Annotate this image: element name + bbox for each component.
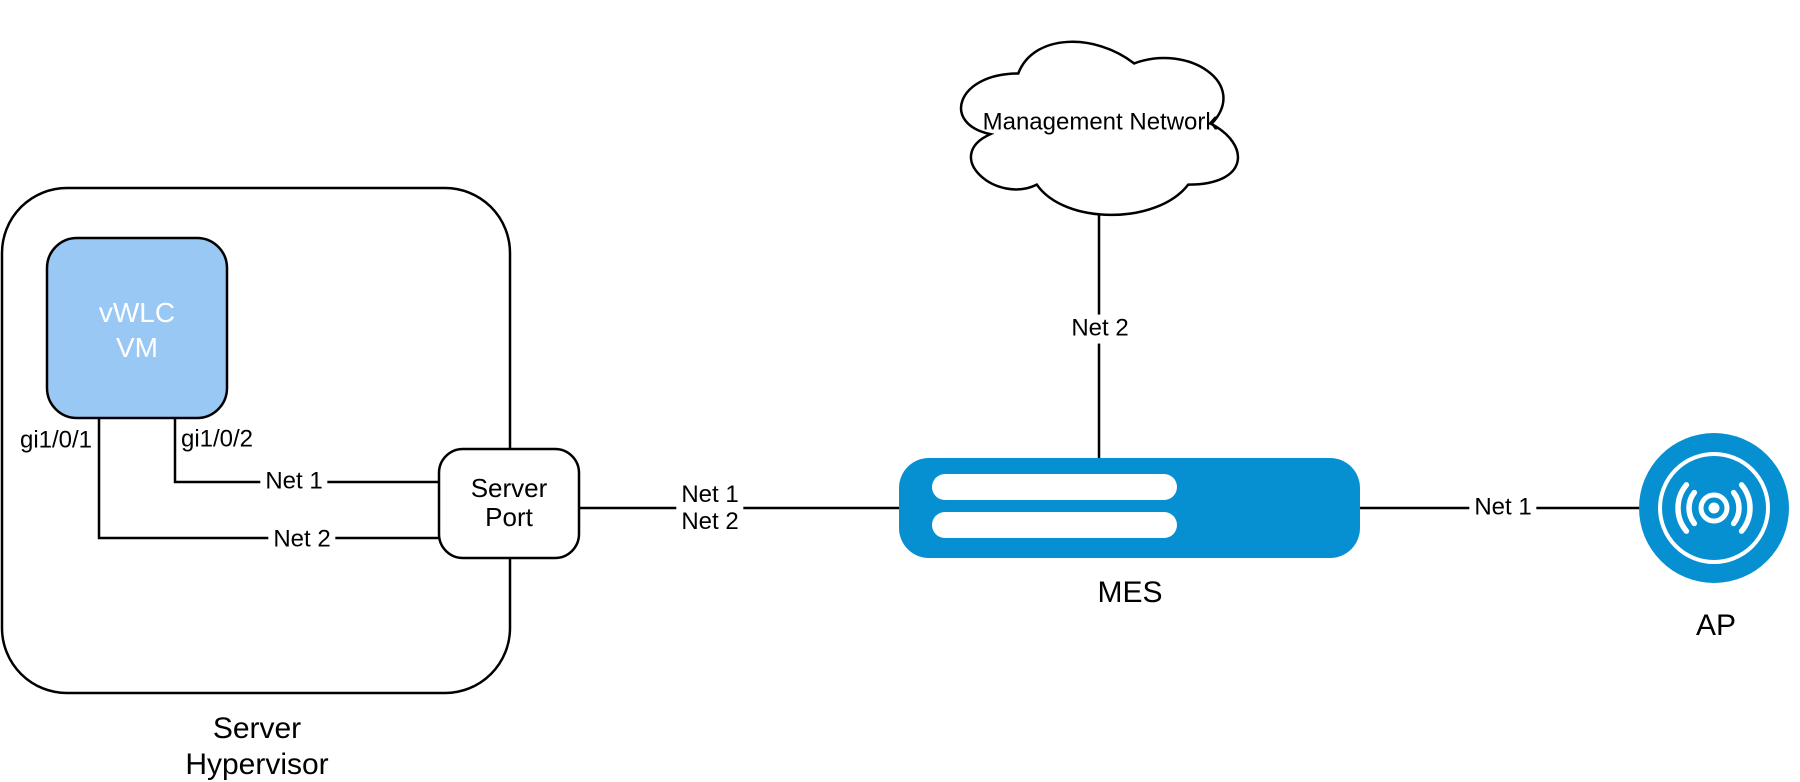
ap-target-icon: [1698, 492, 1730, 524]
ap-label: AP: [1695, 609, 1737, 642]
link-label-vwlc-net1: Net 1: [260, 467, 328, 497]
ap-ring-icon: [1658, 452, 1770, 564]
link-label-vwlc-net2: Net 2: [268, 525, 336, 555]
mes-label: MES: [1097, 576, 1163, 609]
link-vwlc-net1: [173, 418, 439, 484]
link-label-uplink: Net 1 Net 2: [676, 481, 744, 537]
cloud-shape: [959, 40, 1240, 217]
mes-chassis: [899, 458, 1360, 558]
port-label-gi101: gi1/0/1: [19, 426, 93, 454]
link-label-mgmt-net2: Net 2: [1066, 314, 1134, 344]
management-network-label: Management Network: [982, 108, 1218, 136]
management-network-cloud: [959, 40, 1240, 217]
server-hypervisor-label: Server Hypervisor: [185, 712, 329, 781]
mes-slot-icon: [932, 474, 1177, 500]
server-port-label: Server Port: [470, 472, 548, 532]
vwlc-vm-box: [45, 236, 229, 420]
vwlc-vm-label: vWLC VM: [98, 297, 176, 363]
server-port-box: [437, 447, 581, 560]
mes-slot-icon: [932, 512, 1177, 538]
port-label-gi102: gi1/0/2: [180, 425, 254, 453]
ap-device: [1639, 433, 1789, 583]
wireless-waves-icon: [1675, 482, 1753, 534]
link-label-ap-net1: Net 1: [1469, 493, 1537, 523]
mes-device: [899, 458, 1360, 558]
